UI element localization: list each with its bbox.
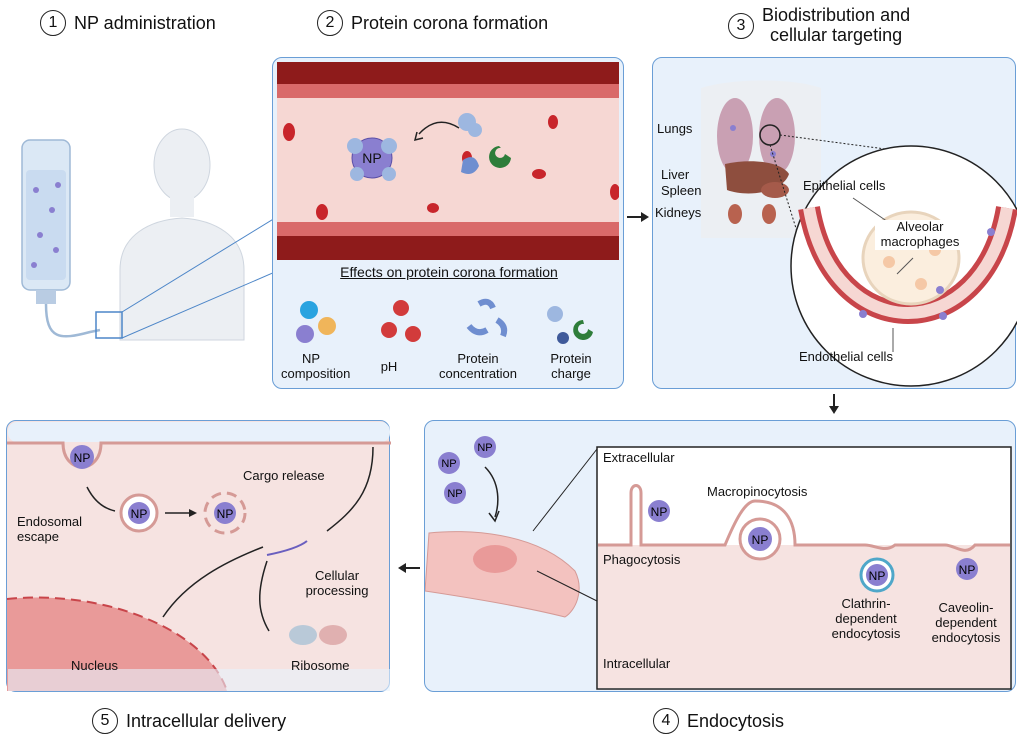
label-phagocytosis: Phagocytosis <box>603 552 681 567</box>
biodistribution-panel: Lungs Liver Spleen Kidneys Epithelial ce… <box>652 57 1017 389</box>
step-title-line2: cellular targeting <box>770 24 903 45</box>
step-title: Endocytosis <box>687 710 785 731</box>
label-epithelial-cells: Epithelial cells <box>803 178 886 193</box>
step-1-heading: 1 NP administration <box>40 10 216 36</box>
factor-icons <box>296 298 593 344</box>
np-label: NP <box>217 507 234 521</box>
label-extracellular: Extracellular <box>603 450 675 465</box>
np-label: NP <box>447 488 462 500</box>
label-endothelial-cells: Endothelial cells <box>799 349 893 364</box>
step-3-heading: 3 Biodistribution and cellular targeting <box>728 5 911 46</box>
organs-illustration <box>701 80 1017 387</box>
step-4-heading: 4 Endocytosis <box>653 708 784 734</box>
np-administration-illustration <box>21 128 275 341</box>
arrow-left-icon <box>398 563 420 573</box>
injection-site-box <box>95 311 123 339</box>
label-ribosome: Ribosome <box>291 658 350 673</box>
blood-vessel-illustration: NP <box>277 62 619 260</box>
step-title: NP administration <box>74 12 216 33</box>
np-label: NP <box>362 150 381 166</box>
np-label: NP <box>441 458 456 470</box>
factor-ph: pH <box>380 359 398 374</box>
endocytosis-illustration: NP NP NP NP NP NP NP <box>425 436 1012 690</box>
organ-label-spleen: Spleen <box>661 183 702 198</box>
step-title: Protein corona formation <box>351 12 549 33</box>
human-silhouette <box>119 128 245 341</box>
step-5-heading: 5 Intracellular delivery <box>92 708 286 734</box>
step-number: 3 <box>728 12 754 39</box>
label-intracellular: Intracellular <box>603 656 671 671</box>
iv-bag <box>21 139 101 338</box>
np-label: NP <box>752 533 769 547</box>
arrow-down-icon <box>829 394 839 414</box>
organ-label-liver: Liver <box>661 167 690 182</box>
np-label: NP <box>869 569 886 583</box>
step-title-line1: Biodistribution and <box>762 5 911 25</box>
organ-label-lungs: Lungs <box>657 121 693 136</box>
np-label: NP <box>477 442 492 454</box>
step-number: 1 <box>40 10 66 36</box>
arrow-right-icon <box>627 212 649 222</box>
np-label: NP <box>74 451 91 465</box>
np-label: NP <box>131 507 148 521</box>
step-number: 2 <box>317 10 343 36</box>
protein-corona-panel: NP Effects on protein corona formation N… <box>272 57 624 389</box>
step-2-heading: 2 Protein corona formation <box>317 10 548 36</box>
effects-title: Effects on protein corona formation <box>340 264 558 280</box>
step-number: 4 <box>653 708 679 734</box>
label-nucleus: Nucleus <box>71 658 118 673</box>
step-title: Intracellular delivery <box>126 710 287 731</box>
endocytosis-panel: NP NP NP NP NP NP NP Extracellular Intra… <box>424 420 1016 692</box>
step-number: 5 <box>92 708 118 734</box>
np-label: NP <box>959 563 976 577</box>
intracellular-illustration: NP NP NP <box>7 422 391 692</box>
label-macropinocytosis: Macropinocytosis <box>707 484 808 499</box>
label-cargo-release: Cargo release <box>243 468 325 483</box>
organ-label-kidneys: Kidneys <box>655 205 702 220</box>
np-label: NP <box>651 505 668 519</box>
